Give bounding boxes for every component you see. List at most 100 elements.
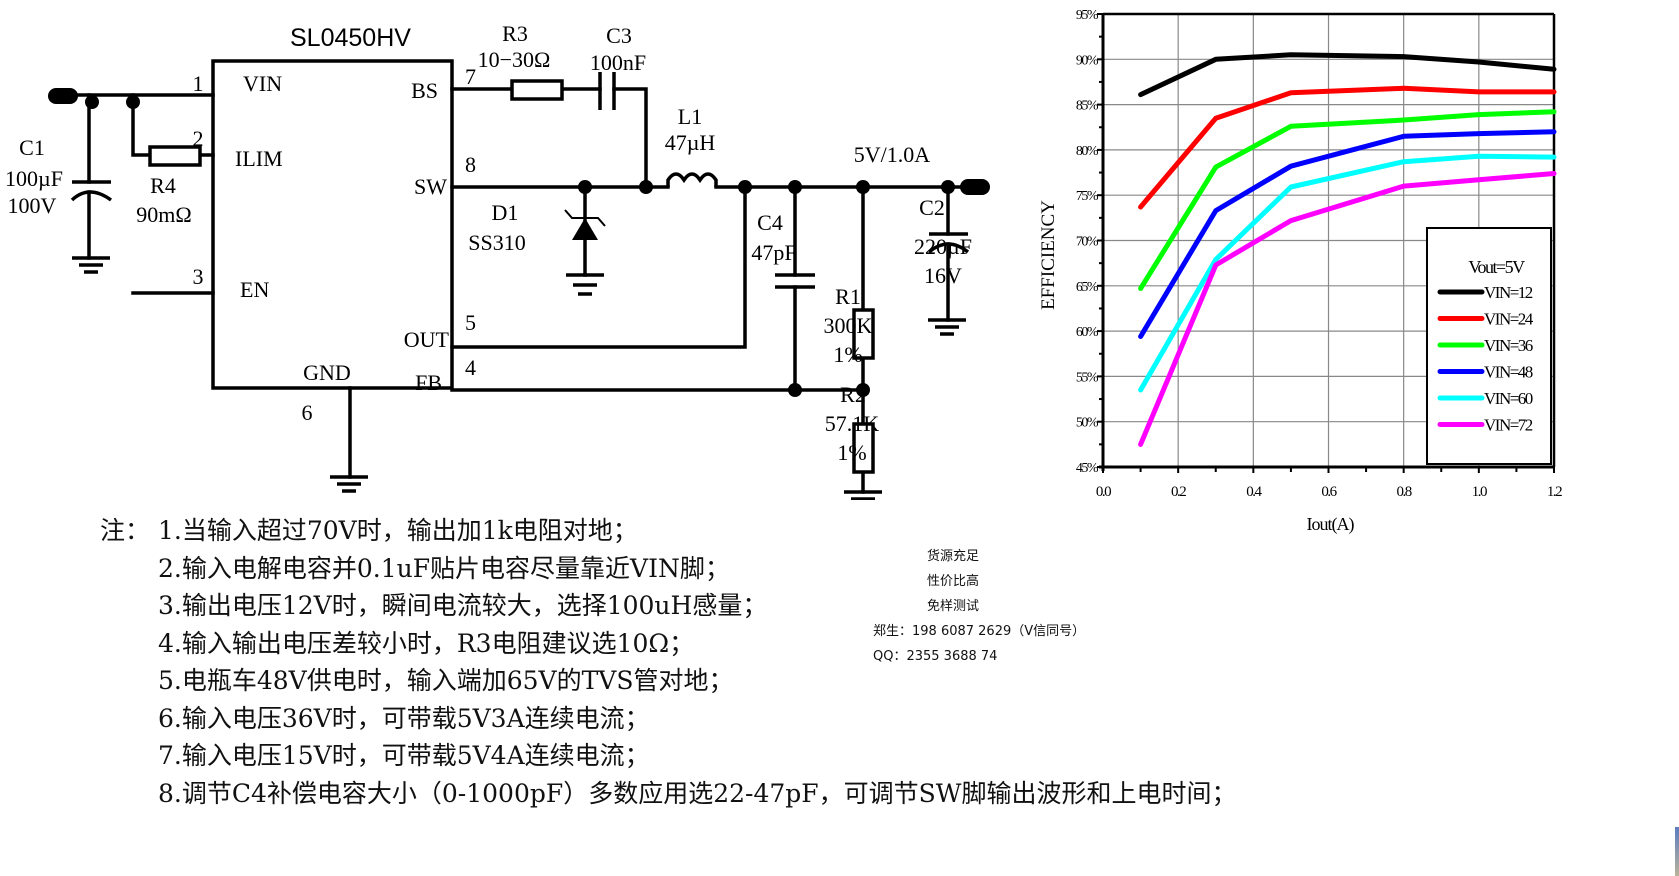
note-item: 4.输入输出电压差较小时，R3电阻建议选10Ω； — [100, 625, 1236, 663]
r2-tolerance: 1% — [837, 440, 866, 465]
ground-icon — [928, 318, 966, 336]
note-text: 2.输入电解电容并0.1uF贴片电容尽量靠近VIN脚； — [158, 553, 730, 583]
input-terminal — [48, 88, 78, 104]
note-text: 3.输出电压12V时，瞬间电流较大，选择100uH感量； — [158, 591, 768, 620]
y-tick-label: 60% — [1076, 325, 1099, 340]
contact-qq: QQ：2355 3688 74 — [873, 649, 998, 664]
series-line-vin-72 — [1138, 171, 1557, 447]
d1-ref: D1 — [492, 200, 519, 225]
chart-series — [1138, 52, 1557, 447]
y-tick-label: 50% — [1076, 416, 1099, 431]
r3-ref: R3 — [502, 21, 528, 46]
legend-label: VIN=12 — [1484, 283, 1533, 302]
junction-dot — [788, 383, 802, 397]
legend-label: VIN=48 — [1484, 363, 1533, 382]
y-tick-label: 45% — [1076, 461, 1099, 476]
c3-ref: C3 — [606, 23, 632, 48]
junction-dot — [941, 180, 955, 194]
note-item: 5.电瓶车48V供电时，输入端加65V的TVS管对地； — [100, 662, 1236, 700]
y-tick-label: 95% — [1076, 8, 1099, 23]
c4-value: 47pF — [751, 240, 796, 265]
y-tick-label: 55% — [1076, 370, 1099, 385]
promo-line: 性价比高 — [927, 574, 980, 589]
pin-num-6: 6 — [302, 400, 313, 425]
pin-label-ilim: ILIM — [235, 146, 283, 171]
pin-num-5: 5 — [465, 310, 476, 335]
resistor-r3 — [510, 79, 564, 101]
ground-icon — [844, 490, 882, 500]
junction-dot — [578, 180, 592, 194]
resistor-r4 — [148, 145, 202, 167]
promo-block: 货源充足 性价比高 免样测试 郑生：198 6087 2629（V信同号） QQ… — [873, 544, 1085, 669]
x-tick-label: 1.2 — [1547, 484, 1562, 500]
x-tick-label: 0.2 — [1171, 484, 1186, 500]
x-tick-label: 0.6 — [1321, 484, 1337, 500]
r4-ref: R4 — [150, 173, 176, 198]
junction-dot — [126, 95, 140, 109]
x-tick-label: 1.0 — [1472, 484, 1487, 500]
output-terminal — [960, 179, 990, 195]
legend-label: VIN=36 — [1484, 336, 1533, 355]
ground-symbols — [72, 256, 966, 500]
y-tick-label: 80% — [1076, 144, 1099, 159]
note-item: 6.输入电压36V时，可带载5V3A连续电流； — [100, 700, 1236, 738]
pin-label-sw: SW — [414, 174, 447, 199]
c1-value: 100µF — [5, 166, 63, 191]
notes-section: 注：1.当输入超过70V时，输出加1k电阻对地； 2.输入电解电容并0.1uF贴… — [100, 512, 1236, 812]
note-text: 8.调节C4补偿电容大小（0-1000pF）多数应用选22-47pF，可调节SW… — [158, 778, 1237, 808]
note-item: 注：1.当输入超过70V时，输出加1k电阻对地； — [100, 512, 1236, 550]
c3-value: 100nF — [590, 50, 646, 75]
d1-value: SS310 — [468, 230, 525, 255]
r2-value: 57.1K — [825, 411, 880, 436]
output-label: 5V/1.0A — [854, 142, 931, 167]
l1-ref: L1 — [678, 104, 702, 129]
pin-label-vin: VIN — [243, 71, 282, 96]
legend-label: VIN=72 — [1484, 416, 1533, 435]
r1-tolerance: 1% — [833, 342, 862, 367]
r1-ref: R1 — [835, 284, 861, 309]
legend-title: Vout=5V — [1468, 257, 1525, 277]
junction-dot — [639, 180, 653, 194]
x-axis-label: Iout(A) — [1307, 514, 1355, 535]
x-tick-label: 0.8 — [1397, 484, 1412, 500]
junctions — [85, 95, 955, 397]
pin-num-3: 3 — [193, 264, 204, 289]
pin-label-fb: FB — [415, 370, 442, 395]
chart-legend: Vout=5V VIN=12VIN=24VIN=36VIN=48VIN=60VI… — [1426, 227, 1552, 465]
x-tick-label: 0.0 — [1096, 484, 1111, 500]
wire-r4 — [131, 93, 152, 157]
r1-value: 300K — [824, 313, 873, 338]
junction-dot — [788, 180, 802, 194]
c2-rating: 16V — [924, 263, 962, 288]
schematic-diagram: SL0450HV 1 VIN 2 ILIM 3 EN 7 SW BS 8 SW … — [5, 21, 990, 500]
diode-d1 — [564, 209, 606, 240]
inductor-l1 — [666, 172, 718, 187]
pin-label-gnd: GND — [303, 360, 351, 385]
series-line-vin-48 — [1138, 129, 1557, 339]
y-axis-label: EFFICIENCY — [1038, 200, 1059, 310]
c4-ref: C4 — [757, 210, 783, 235]
x-tick-label: 0.4 — [1246, 484, 1262, 500]
promo-line: 免样测试 — [927, 599, 980, 614]
y-tick-label: 90% — [1076, 53, 1099, 68]
ic-body — [211, 59, 454, 390]
note-item: 2.输入电解电容并0.1uF贴片电容尽量靠近VIN脚； — [100, 550, 1236, 588]
ic-name: SL0450HV — [290, 24, 411, 52]
notes-prefix: 注： — [100, 516, 151, 545]
pin-num-7: 7 — [465, 64, 476, 89]
pin-num-8: 8 — [465, 152, 476, 177]
contact-phone: 郑生：198 6087 2629（V信同号） — [873, 624, 1086, 639]
legend-label: VIN=60 — [1484, 389, 1533, 408]
note-item: 8.调节C4补偿电容大小（0-1000pF）多数应用选22-47pF，可调节SW… — [100, 775, 1236, 813]
ground-icon — [330, 475, 368, 493]
junction-dot — [738, 180, 752, 194]
wire-out-pin — [450, 185, 747, 349]
note-text: 1.当输入超过70V时，输出加1k电阻对地； — [158, 516, 638, 545]
pin-label-out: OUT — [404, 327, 450, 352]
y-tick-label: 85% — [1076, 99, 1099, 114]
series-line-vin-36 — [1138, 109, 1557, 291]
legend-label: VIN=24 — [1484, 310, 1534, 329]
junction-dot — [856, 383, 870, 397]
note-text: 5.电瓶车48V供电时，输入端加65V的TVS管对地； — [158, 666, 734, 695]
y-tick-label: 70% — [1076, 235, 1099, 250]
